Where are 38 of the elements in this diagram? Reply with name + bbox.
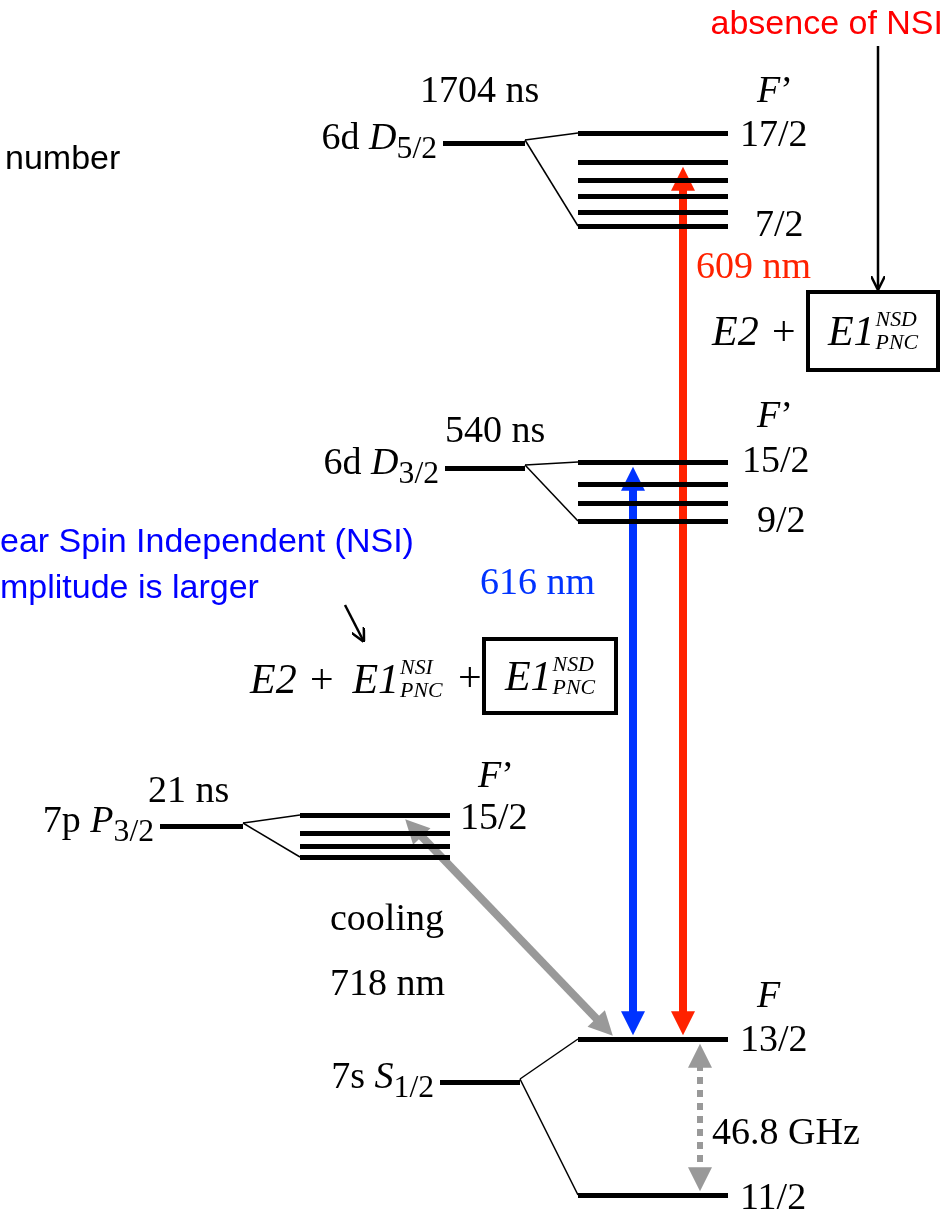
math-term: + bbox=[458, 656, 482, 698]
quantum-number-label: F’ bbox=[478, 755, 514, 793]
splitting-line bbox=[242, 822, 301, 858]
splitting-line bbox=[524, 464, 579, 522]
splitting-line bbox=[242, 814, 301, 824]
annotation-text: absence of NSI bbox=[650, 0, 943, 46]
annotation-text: ear Spin Independent (NSI) mplitude is larger bbox=[0, 518, 425, 614]
quantum-number-label: F’ bbox=[757, 395, 793, 433]
splitting-line bbox=[524, 461, 579, 466]
quantum-number-label: 15/2 bbox=[742, 440, 810, 478]
splitting-line bbox=[519, 1038, 579, 1080]
quantum-number-label: 17/2 bbox=[740, 114, 808, 152]
splitting-line bbox=[519, 1078, 579, 1196]
lifetime-label: 21 ns bbox=[148, 770, 230, 808]
transition-arrow bbox=[671, 166, 695, 1036]
quantum-number-label: F bbox=[757, 975, 781, 1013]
math-term: E2 + bbox=[712, 310, 798, 352]
transition-arrow bbox=[405, 819, 613, 1036]
math-term: E2 + bbox=[250, 658, 336, 700]
lifetime-label: 540 ns bbox=[445, 410, 546, 448]
splitting-line bbox=[524, 132, 579, 141]
leader-arrow bbox=[869, 46, 887, 292]
annotation-text: number bbox=[5, 140, 121, 174]
quantum-number-label: 9/2 bbox=[757, 500, 806, 538]
edge-label: cooling 718 nm bbox=[330, 895, 447, 1005]
transition-arrow bbox=[621, 466, 645, 1036]
quantum-number-label: 7/2 bbox=[755, 204, 804, 242]
level-label: 6d D$_{5/2}$ bbox=[321, 116, 437, 164]
quantum-number-label: 11/2 bbox=[740, 1177, 807, 1215]
quantum-number-label: 13/2 bbox=[740, 1019, 808, 1057]
quantum-number-label: 15/2 bbox=[460, 797, 528, 835]
transition-arrow bbox=[688, 1043, 712, 1192]
level-label: 6d D$_{3/2}$ bbox=[323, 441, 439, 489]
level-label: 7s S$_{1/2}$ bbox=[331, 1055, 434, 1103]
lifetime-label: 1704 ns bbox=[420, 70, 540, 108]
quantum-number-label: F’ bbox=[757, 70, 793, 108]
splitting-line bbox=[524, 139, 579, 227]
leader-arrow bbox=[343, 604, 366, 644]
